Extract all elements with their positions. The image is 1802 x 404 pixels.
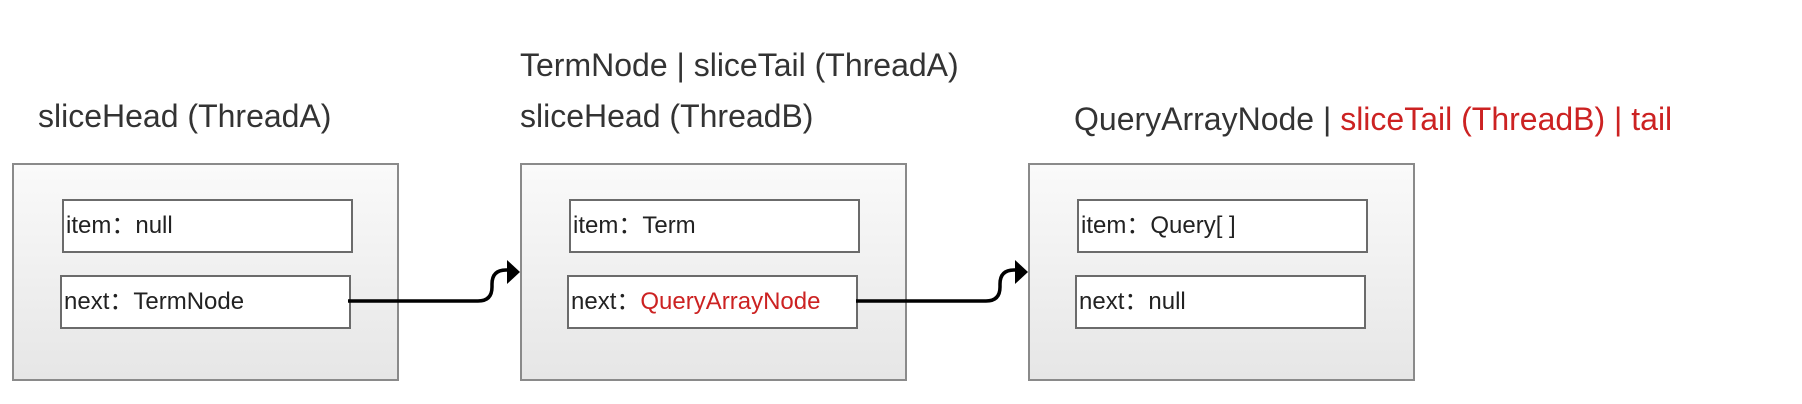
node1-label-text: sliceHead (ThreadA) xyxy=(38,98,332,134)
node1-label: sliceHead (ThreadA) xyxy=(38,96,331,136)
node3-label-prefix: QueryArrayNode | xyxy=(1074,101,1341,137)
node-queryarraynode: item：Query[ ] next：null xyxy=(1028,163,1415,381)
node3-label: QueryArrayNode | sliceTail (ThreadB) | t… xyxy=(1074,99,1672,139)
node2-next-value: QueryArrayNode xyxy=(640,288,821,315)
node2-item-key: item： xyxy=(573,212,643,239)
node2-item-field: item：Term xyxy=(569,199,860,253)
node2-item-value: Term xyxy=(642,212,696,239)
node3-next-value: null xyxy=(1148,288,1186,315)
node2-label: TermNode | sliceTail (ThreadA) xyxy=(520,45,959,85)
node2-next-field: next：QueryArrayNode xyxy=(567,275,858,329)
node3-next-key: next： xyxy=(1079,288,1149,315)
node2-label-line1: TermNode | sliceTail (ThreadA) xyxy=(520,47,959,83)
node1-item-value: null xyxy=(135,212,173,239)
node3-item-key: item： xyxy=(1081,212,1151,239)
node1-next-value: TermNode xyxy=(133,288,245,315)
arrow-node2-to-node3 xyxy=(856,260,1028,303)
arrow-node1-to-node2 xyxy=(348,260,520,303)
node-termnode: item：Term next：QueryArrayNode xyxy=(520,163,907,381)
node2-label-line2: sliceHead (ThreadB) xyxy=(520,98,814,134)
node-slicehead-threada: item：null next：TermNode xyxy=(12,163,399,381)
node1-item-key: item： xyxy=(66,212,136,239)
node3-label-highlight: sliceTail (ThreadB) | tail xyxy=(1340,101,1673,137)
node3-item-value: Query[ ] xyxy=(1150,212,1236,239)
node2-next-key: next： xyxy=(571,288,641,315)
node3-item-field: item：Query[ ] xyxy=(1077,199,1368,253)
node1-next-key: next： xyxy=(64,288,134,315)
node3-next-field: next：null xyxy=(1075,275,1366,329)
node1-next-field: next：TermNode xyxy=(60,275,351,329)
node2-label-second: sliceHead (ThreadB) xyxy=(520,96,813,136)
node1-item-field: item：null xyxy=(62,199,353,253)
